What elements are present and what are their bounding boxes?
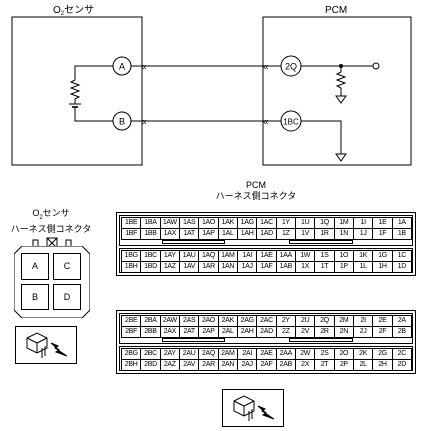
pin-cell: 2H <box>372 359 393 371</box>
terminal-1bc-label: 1BC <box>283 118 299 127</box>
pin-cell: 1AJ <box>237 261 258 273</box>
connector-key <box>289 239 353 244</box>
connector-plug-icon <box>222 389 284 427</box>
pin-cell: 2AN <box>217 359 238 371</box>
o2-connector-title: O2センサ ハーネス側コネクタ <box>2 208 100 235</box>
o2-pin-a: A <box>21 253 49 280</box>
pcm-box <box>262 16 412 166</box>
pin-cell: 2D <box>391 359 412 371</box>
pin-cell: 2P <box>333 359 354 371</box>
pin-cell: 1AB <box>275 261 296 273</box>
pin-cell: 1AN <box>217 261 238 273</box>
connector-key <box>161 239 226 244</box>
ground-symbol-lower <box>335 153 347 162</box>
pcm-box-title: PCM <box>325 5 347 16</box>
pcm-connector-title-line2: ハーネス側コネクタ <box>215 191 297 201</box>
pin-cell: 1X <box>295 261 316 273</box>
o2-connector-pins: A C B D <box>21 253 81 310</box>
pin-cell: 1AV <box>179 261 200 273</box>
pin-cell: 1P <box>333 261 354 273</box>
o2-pin-c: C <box>53 253 81 280</box>
pcm-connector-title: PCM ハーネス側コネクタ <box>200 180 312 202</box>
open-terminal <box>372 62 380 70</box>
pin-cell: 1BD <box>140 261 161 273</box>
connector-key <box>289 337 353 342</box>
ground-wire-arrow-left: « <box>141 117 147 128</box>
o2-connector-title-line2: ハーネス側コネクタ <box>10 223 92 234</box>
connector-key <box>161 337 226 342</box>
pin-cell: 1D <box>391 261 412 273</box>
o2-sensor-box-title: O2センサ <box>53 4 94 17</box>
pin-cell: 2X <box>295 359 316 371</box>
pin-cell: 1BH <box>121 261 142 273</box>
signal-wire-arrow-left: « <box>141 62 147 73</box>
o2-connector-title-line1: O2センサ <box>32 208 70 221</box>
pin-cell: 2AB <box>275 359 296 371</box>
o2-pin-d: D <box>53 283 81 310</box>
pin-cell: 2AJ <box>237 359 258 371</box>
terminal-a-label: A <box>119 62 125 72</box>
signal-wire-arrow-right: « <box>263 62 269 73</box>
connector-plug-icon <box>15 326 77 364</box>
pin-cell: 2AZ <box>159 359 180 371</box>
pin-cell: 2AF <box>256 359 277 371</box>
pin-cell: 1AZ <box>159 261 180 273</box>
pin-cell: 2BD <box>140 359 161 371</box>
pin-cell: 1B <box>391 228 412 240</box>
pin-cell: 1AF <box>256 261 277 273</box>
pcm-connector-title-line1: PCM <box>246 180 266 190</box>
pin-cell: 2BH <box>121 359 142 371</box>
terminal-b-label: B <box>119 117 125 127</box>
sensor-wire-top <box>74 65 122 80</box>
ground-symbol-upper <box>335 95 347 104</box>
ground-wire-arrow-right: « <box>263 117 269 128</box>
o2-connector: A C B D <box>14 246 90 318</box>
terminal-2q-label: 2Q <box>285 62 297 72</box>
pin-cell: 2B <box>391 326 412 338</box>
wiring-diagram: O2センサ PCM A B « « « « 2Q 1BC <box>11 4 412 166</box>
o2-sensor-box <box>11 16 143 166</box>
pin-cell: 1T <box>314 261 335 273</box>
pin-cell: 1AR <box>198 261 219 273</box>
o2-pin-b: B <box>21 283 49 310</box>
pin-cell: 1H <box>372 261 393 273</box>
sensor-resistor <box>69 79 81 100</box>
pcm-connector-1-keys-top <box>121 239 411 245</box>
pcm-connector-2-keys-top <box>121 337 411 343</box>
pcm-resistor <box>335 71 347 89</box>
pin-cell: 2AV <box>179 359 200 371</box>
pin-cell: 2L <box>353 359 374 371</box>
pin-cell: 2T <box>314 359 335 371</box>
pin-cell: 1L <box>353 261 374 273</box>
pcm-ground-line <box>301 120 342 154</box>
sensor-wire-bottom <box>74 107 122 122</box>
pin-cell: 2AR <box>198 359 219 371</box>
